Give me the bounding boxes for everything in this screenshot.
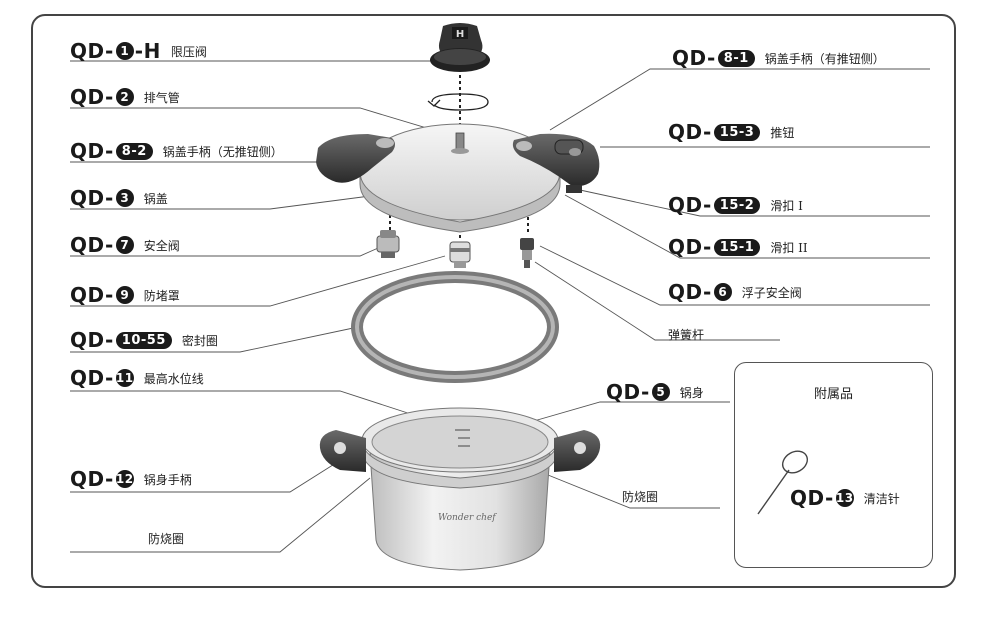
part-name: 安全阀 (143, 238, 180, 253)
accessories-title: 附属品 (814, 387, 854, 402)
anti-block-cover-illustration (449, 241, 471, 268)
leader-lines (70, 60, 930, 553)
part-number-badge: 9 (115, 286, 134, 304)
label-qd-12: QD-12 锅身手柄 (70, 467, 192, 491)
label-prefix: QD- (70, 233, 114, 257)
part-name: 滑扣 I (770, 198, 803, 213)
float-valve-illustration (520, 238, 534, 268)
part-name: 排气管 (143, 90, 180, 105)
cleaning-needle-illustration (757, 450, 809, 515)
label-qd-7: QD-7 安全阀 (70, 233, 180, 257)
label-qd-13: QD-13 清洁针 (790, 486, 900, 510)
part-name: 清洁针 (863, 491, 900, 506)
rotate-arrow-icon (427, 93, 489, 111)
part-number-badge: 15-2 (713, 196, 761, 214)
diagram-frame (31, 14, 956, 588)
label-prefix: QD- (70, 39, 114, 63)
heat-guard-left-label: 防烧圈 (148, 532, 185, 546)
part-name: 锅盖手柄（无推钮侧） (162, 144, 283, 159)
part-number-badge: 13 (835, 489, 854, 507)
sealing-ring-illustration (351, 271, 559, 383)
label-qd-15-3: QD-15-3 推钮 (668, 120, 794, 144)
label-prefix: QD- (70, 139, 114, 163)
part-number-badge: 3 (115, 189, 134, 207)
part-number-badge: 6 (713, 283, 732, 301)
label-qd-8-2: QD-8-2 锅盖手柄（无推钮侧） (70, 139, 283, 163)
pot-logo: Wonder chef (438, 513, 497, 523)
part-name: 锅盖 (143, 191, 168, 206)
part-number-badge: 8-2 (115, 142, 153, 160)
label-prefix: QD- (606, 380, 650, 404)
label-prefix: QD- (668, 280, 712, 304)
label-qd-5: QD-5 锅身 (606, 380, 704, 404)
part-number-badge: 7 (115, 236, 134, 254)
pot-handle-right-illustration (554, 430, 601, 472)
part-number-badge: 5 (651, 383, 670, 401)
part-number-badge: 10-55 (115, 331, 172, 349)
part-number-badge: 2 (115, 88, 134, 106)
label-qd-3: QD-3 锅盖 (70, 186, 168, 210)
part-number-badge: 1 (115, 42, 134, 60)
label-qd-15-2: QD-15-2 滑扣 I (668, 193, 803, 217)
part-number-badge: 8-1 (717, 49, 755, 67)
pressure-limit-valve-illustration: H (430, 23, 490, 72)
label-prefix: QD- (70, 467, 114, 491)
label-qd-8-1: QD-8-1 锅盖手柄（有推钮侧） (672, 46, 885, 70)
label-prefix: QD- (70, 366, 114, 390)
label-prefix: QD- (668, 120, 712, 144)
safety-valve-illustration (376, 230, 400, 258)
label-qd-9: QD-9 防堵罩 (70, 283, 180, 307)
part-number-badge: 15-3 (713, 123, 761, 141)
label-prefix: QD- (70, 186, 114, 210)
part-name: 密封圈 (181, 333, 218, 348)
label-prefix: QD- (70, 283, 114, 307)
label-prefix: QD- (790, 486, 834, 510)
valve-mark: H (456, 29, 464, 40)
part-name: 锅身 (679, 385, 704, 400)
label-qd-11: QD-11 最高水位线 (70, 366, 204, 390)
part-number-badge: 11 (115, 369, 134, 387)
label-qd-10-55: QD-10-55 密封圈 (70, 328, 218, 352)
part-name: 防堵罩 (143, 288, 180, 303)
part-number-badge: 15-1 (713, 238, 761, 256)
part-name: 锅盖手柄（有推钮侧） (764, 51, 885, 66)
part-name: 最高水位线 (143, 371, 204, 386)
label-qd-6: QD-6 浮子安全阀 (668, 280, 802, 304)
pot-body-illustration: Wonder chef (361, 407, 559, 571)
label-prefix: QD- (668, 235, 712, 259)
part-name: 锅身手柄 (143, 472, 192, 487)
label-prefix: QD- (70, 328, 114, 352)
part-name: 浮子安全阀 (741, 285, 802, 300)
part-number-badge: 12 (115, 470, 134, 488)
label-prefix: QD- (70, 85, 114, 109)
label-qd-15-1: QD-15-1 滑扣 II (668, 235, 808, 259)
part-name: 限压阀 (170, 44, 207, 59)
part-name: 滑扣 II (770, 240, 808, 255)
heat-guard-right-label: 防烧圈 (622, 490, 659, 504)
part-name: 推钮 (770, 125, 795, 140)
label-qd-2: QD-2 排气管 (70, 85, 180, 109)
lid-handle-left-illustration (316, 134, 395, 183)
label-qd-1-h: QD-1-H 限压阀 (70, 39, 207, 63)
spring-rod-label: 弹簧杆 (668, 328, 705, 342)
pot-handle-left-illustration (319, 430, 366, 472)
lid-handle-right-illustration (512, 133, 600, 193)
accessories-box (734, 362, 933, 568)
label-prefix: QD- (672, 46, 716, 70)
lid-illustration (359, 123, 561, 233)
label-prefix: QD- (668, 193, 712, 217)
label-suffix: -H (134, 39, 161, 63)
